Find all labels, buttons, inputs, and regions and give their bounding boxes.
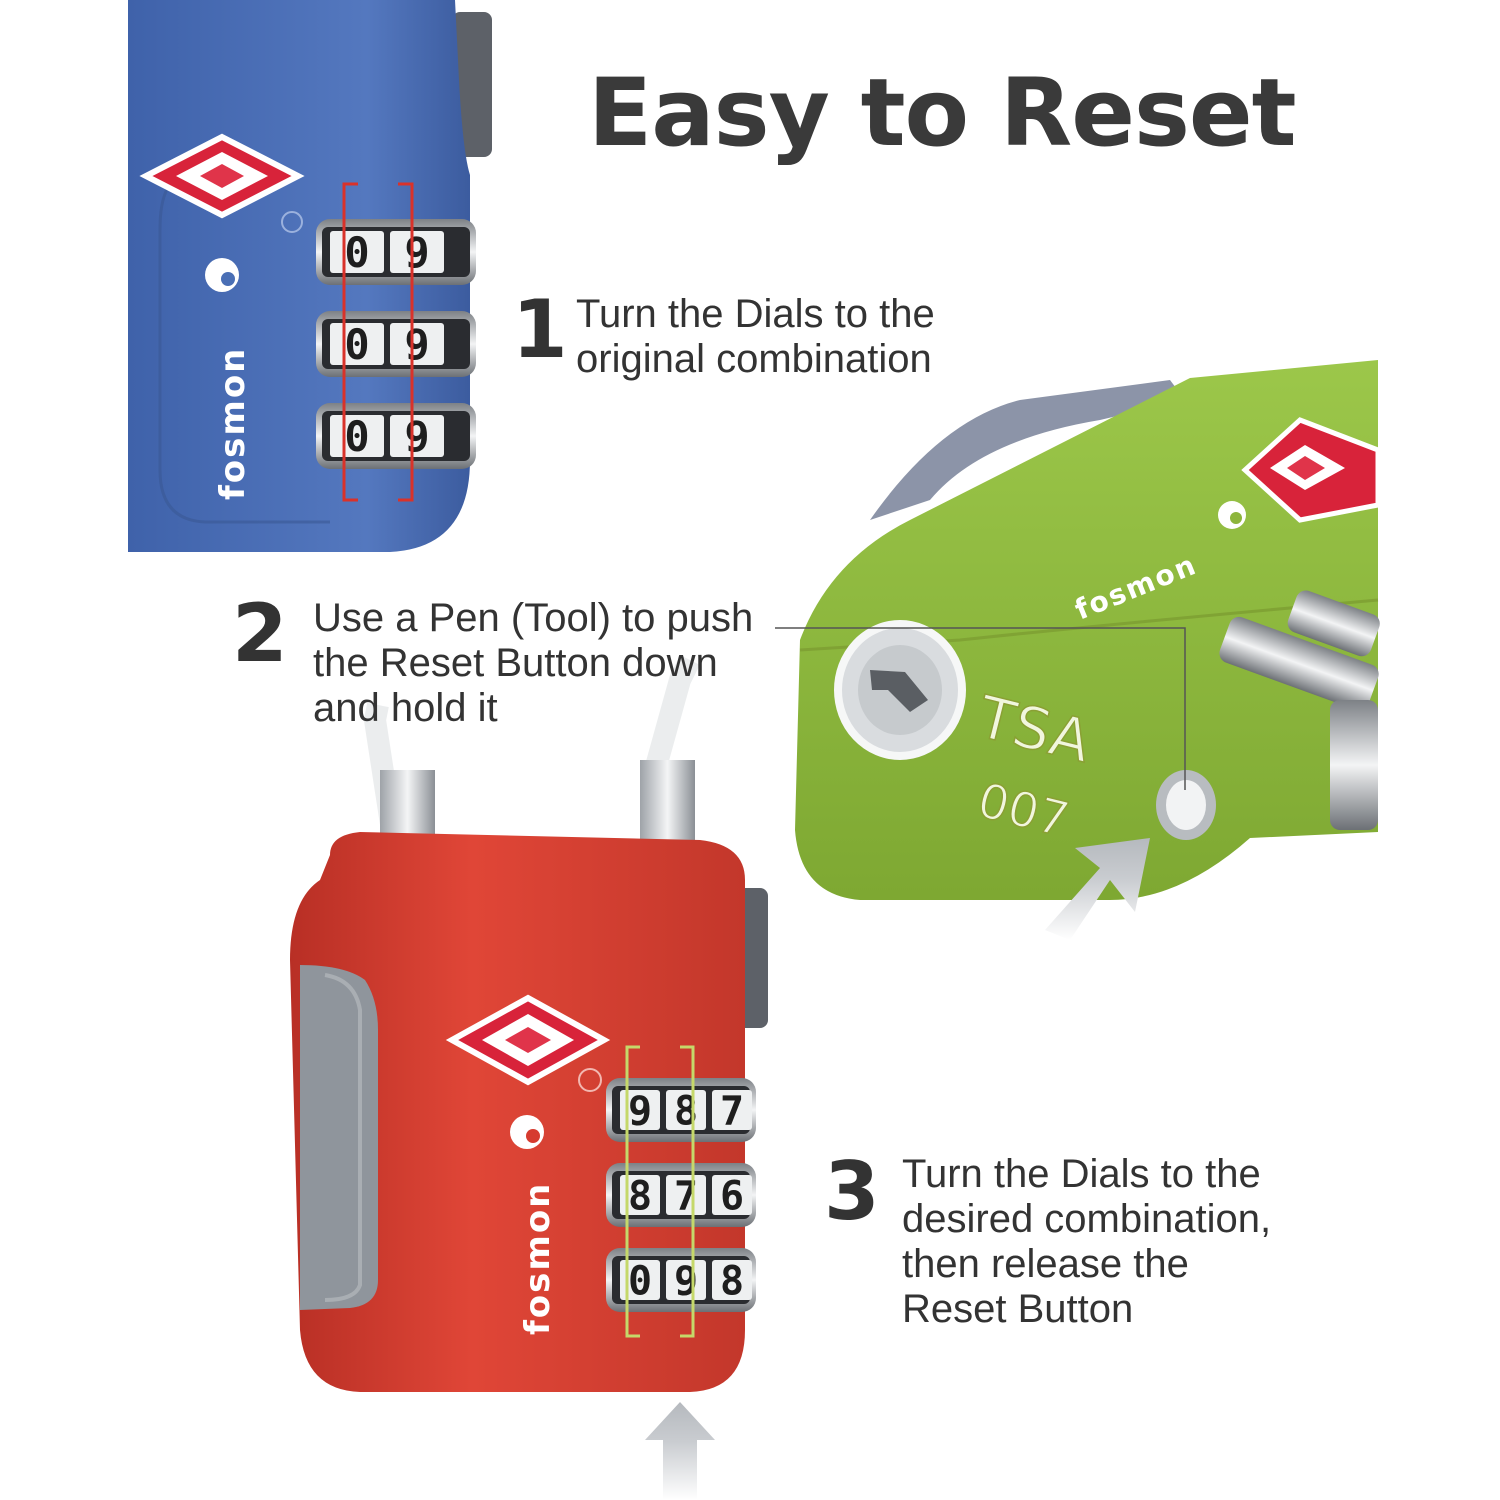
blue-lock-dial-cell <box>390 231 444 273</box>
red-lock-dial-cell <box>712 1175 752 1215</box>
red-lock-dial-cell <box>620 1090 660 1130</box>
blue-lock-dial-cell <box>390 415 444 457</box>
red-lock-highlight-bracket <box>625 1045 695 1338</box>
red-lock-dial-digit: 6 <box>720 1173 744 1219</box>
page-title: Easy to Reset <box>588 59 1297 168</box>
blue-lock-dial-digit: 0 <box>344 228 369 277</box>
green-lock-gray-grip <box>870 380 1185 520</box>
step-1-number: 1 <box>512 283 568 376</box>
step-2-line-3: and hold it <box>313 686 498 730</box>
red-lock-dial-cell <box>620 1175 660 1215</box>
red-lock-brand: fosmon <box>518 1182 558 1335</box>
blue-lock-dial-digit: 9 <box>404 412 429 461</box>
red-lock-registered-icon <box>578 1068 602 1092</box>
green-lock-arrow-icon <box>1045 838 1150 940</box>
step-1-line-1: Turn the Dials to the <box>576 292 935 336</box>
red-lock-dial-cell <box>620 1260 660 1300</box>
red-lock-dial-cell <box>666 1090 706 1130</box>
step-1-text: Turn the Dials to the original combinati… <box>576 292 935 382</box>
blue-lock-dial-cell <box>390 323 444 365</box>
step-2-line-2: the Reset Button down <box>313 641 718 685</box>
blue-lock-dial-digit: 9 <box>404 228 429 277</box>
step2-leader-line <box>775 627 1186 790</box>
green-lock-dials <box>1219 590 1380 830</box>
red-lock-dial-cell <box>712 1090 752 1130</box>
step-2-text: Use a Pen (Tool) to push the Reset Butto… <box>313 596 753 731</box>
step-2-line-1: Use a Pen (Tool) to push <box>313 596 754 640</box>
blue-lock-registered-icon <box>281 211 303 233</box>
blue-lock-tsa-logo-icon <box>139 133 305 219</box>
step-3-line-2: desired combination, <box>902 1197 1272 1241</box>
step-3-text: Turn the Dials to the desired combinatio… <box>902 1152 1271 1332</box>
blue-lock-highlight-bracket <box>342 182 414 502</box>
blue-lock-dial-digit: 0 <box>344 412 369 461</box>
red-lock-fosmon-logo-icon <box>510 1115 544 1149</box>
green-lock: fosmon TSA 007 <box>775 360 1381 940</box>
red-lock-arrow-icon <box>645 1402 715 1500</box>
red-lock-dial-digit: 8 <box>628 1173 652 1219</box>
red-lock-dial-digit: 0 <box>628 1258 652 1304</box>
red-lock-dial-digit: 8 <box>720 1258 744 1304</box>
green-lock-body <box>795 360 1378 900</box>
green-lock-tsa-logo-icon <box>1241 417 1381 523</box>
blue-lock-dial-digit: 9 <box>404 320 429 369</box>
green-lock-fosmon-logo-icon <box>1218 501 1246 529</box>
blue-lock-fosmon-logo-icon <box>205 258 239 292</box>
step-3-number: 3 <box>824 1145 880 1238</box>
step-1-line-2: original combination <box>576 337 932 381</box>
blue-lock-brand: fosmon <box>213 347 253 500</box>
blue-lock-shackle-button <box>452 12 492 157</box>
step-3-line-1: Turn the Dials to the <box>902 1152 1261 1196</box>
red-lock-dial-digit: 7 <box>720 1088 744 1134</box>
green-lock-reset-button <box>1156 770 1216 840</box>
blue-lock-dial-digit: 0 <box>344 320 369 369</box>
red-lock-tsa-logo-icon <box>445 994 611 1086</box>
red-lock-dial-cell <box>666 1175 706 1215</box>
step-2-number: 2 <box>232 587 288 680</box>
step-3-line-3: then release the <box>902 1242 1189 1286</box>
green-lock-keyhole-icon <box>834 620 966 760</box>
step-3-line-4: Reset Button <box>902 1287 1134 1331</box>
red-lock-dial-cell <box>666 1260 706 1300</box>
red-lock-dial-cell <box>712 1260 752 1300</box>
red-lock-gray-grip <box>300 965 378 1310</box>
red-lock-dial-digit: 9 <box>628 1088 652 1134</box>
